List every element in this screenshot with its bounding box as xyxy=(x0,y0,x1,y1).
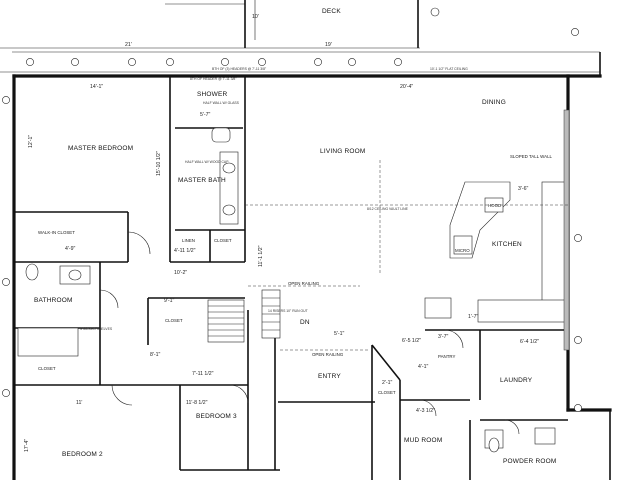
dim-6-5-half: 6'-5 1/2" xyxy=(402,338,421,344)
grid-bubble xyxy=(571,28,579,36)
dim-4-3-half: 4'-3 1/2" xyxy=(416,408,435,414)
grid-bubble xyxy=(348,58,356,66)
dim-12-1: 12'-1" xyxy=(28,135,34,148)
dim-3-6: 3'-6" xyxy=(518,186,528,192)
master-header-note: 8TH OF HEADER @ 7'-11 3/8" xyxy=(190,77,237,81)
dim-7-11-half: 7'-11 1/2" xyxy=(192,371,214,377)
room-label-master-bath: MASTER BATH xyxy=(178,177,226,184)
micro-label: MICRO xyxy=(455,248,470,253)
dim-3-7: 3'-7" xyxy=(438,334,448,340)
room-label-laundry: LAUNDRY xyxy=(500,377,533,384)
stacked-shelves-note: STACKED SHELVES xyxy=(80,327,113,331)
dim-14-1: 14'-1" xyxy=(90,84,103,90)
header-note-1: BTH OF (3) HEADERS @ 7'-11 3/8" xyxy=(212,67,267,71)
grid-bubble xyxy=(166,58,174,66)
dim-10: 10' xyxy=(252,14,259,20)
dim-19: 19' xyxy=(325,42,332,48)
grid-bubble xyxy=(394,58,402,66)
room-label-living-room: LIVING ROOM xyxy=(320,148,366,155)
grid-bubble xyxy=(221,58,229,66)
dim-4-11-half: 4'-11 1/2" xyxy=(174,248,196,254)
room-label-closet-c: CLOSET xyxy=(38,366,56,371)
kitchen-cabinets: HOOD MICRO SLOPED TALL WALL xyxy=(424,109,570,351)
riser-note: 14 RISERS 10" RUN OUT xyxy=(268,309,308,313)
stair: DN 14 RISERS 10" RUN OUT xyxy=(207,289,310,343)
half-wall-glass-note: HALF WALL W/ GLASS xyxy=(203,101,240,105)
dim-17-4: 17'-4" xyxy=(24,439,30,452)
stair-down-label: DN xyxy=(300,319,310,326)
vault-line-note: 8/12 CEILING VAULT LINE xyxy=(367,207,409,211)
dimension-labels: 14'-1" 20'-4" 12'-1" 5'-7" 4'-11 1/2" 10… xyxy=(24,84,539,452)
top-dimension-strip: 21' 19' 10' BTH OF (3) HEADERS @ 7'-11 3… xyxy=(0,14,600,73)
room-label-shower: SHOWER xyxy=(197,91,228,98)
bath-fixtures xyxy=(17,127,556,453)
room-label-closet-b: CLOSET xyxy=(165,318,183,323)
room-label-entry: ENTRY xyxy=(318,373,341,380)
dim-9-1: 9'-1" xyxy=(164,298,174,304)
open-railing-label-1: OPEN RAILING xyxy=(288,281,320,286)
interior-walls xyxy=(14,76,568,480)
half-wall-note: HALF WALL W/ WOOD CAP xyxy=(185,160,229,164)
hood-label: HOOD xyxy=(488,203,501,208)
header-note-2: 10'-1 1/2" FLAT CEILING xyxy=(430,67,468,71)
grid-bubble xyxy=(128,58,136,66)
dim-4-1: 4'-1" xyxy=(418,364,428,370)
side-grid-bubbles xyxy=(2,96,582,412)
dim-2-1: 2'-1" xyxy=(382,380,392,386)
dim-21: 21' xyxy=(125,42,132,48)
room-label-pantry: PANTRY xyxy=(438,354,455,359)
room-label-kitchen: KITCHEN xyxy=(492,241,522,248)
grid-bubble xyxy=(314,58,322,66)
dim-5-7: 5'-7" xyxy=(200,112,210,118)
dim-6-4-half: 6'-4 1/2" xyxy=(520,339,539,345)
dim-11: 11' xyxy=(76,400,82,406)
open-railing-label-2: OPEN RAILING xyxy=(312,352,344,357)
dim-11-8-half: 11'-8 1/2" xyxy=(186,400,208,406)
top-grid-bubbles xyxy=(26,7,579,66)
room-label-closet-d: CLOSET xyxy=(378,390,396,395)
room-label-master-bedroom: MASTER BEDROOM xyxy=(68,145,133,152)
railings: OPEN RAILING OPEN RAILING xyxy=(248,281,370,357)
exterior-walls xyxy=(12,52,612,480)
sloped-wall-note: SLOPED TALL WALL xyxy=(510,154,553,159)
grid-bubble xyxy=(71,58,79,66)
dim-11-1-half: 11'-1 1/2" xyxy=(258,245,264,267)
dim-8-1: 8'-1" xyxy=(150,352,160,358)
dim-20-4: 20'-4" xyxy=(400,84,413,90)
room-label-bedroom2: BEDROOM 2 xyxy=(62,451,103,458)
doors xyxy=(99,231,520,435)
room-label-powder-room: POWDER ROOM xyxy=(503,458,556,465)
room-label-deck: DECK xyxy=(322,8,341,15)
grid-bubble xyxy=(258,58,266,66)
grid-bubble xyxy=(430,7,440,17)
dim-4-9: 4'-9" xyxy=(65,246,75,252)
dim-15-10-half: 15'-10 1/2" xyxy=(156,151,162,176)
deck-area: DECK xyxy=(165,0,419,48)
room-label-closet-a: CLOSET xyxy=(214,238,232,243)
dim-10-2: 10'-2" xyxy=(174,270,187,276)
room-label-mud-room: MUD ROOM xyxy=(404,437,442,444)
room-label-dining: DINING xyxy=(482,99,506,106)
room-label-walk-in-closet: WALK-IN CLOSET xyxy=(38,230,75,235)
grid-bubble xyxy=(26,58,34,66)
dim-1-7: 1'-7" xyxy=(468,314,478,320)
room-label-bedroom3: BEDROOM 3 xyxy=(196,413,237,420)
room-label-bathroom: BATHROOM xyxy=(34,297,73,304)
dim-5-1: 5'-1" xyxy=(334,331,344,337)
room-label-linen: LINEN xyxy=(182,238,195,243)
vault-lines: 8/12 CEILING VAULT LINE 8TH OF HEADER @ … xyxy=(190,77,568,275)
